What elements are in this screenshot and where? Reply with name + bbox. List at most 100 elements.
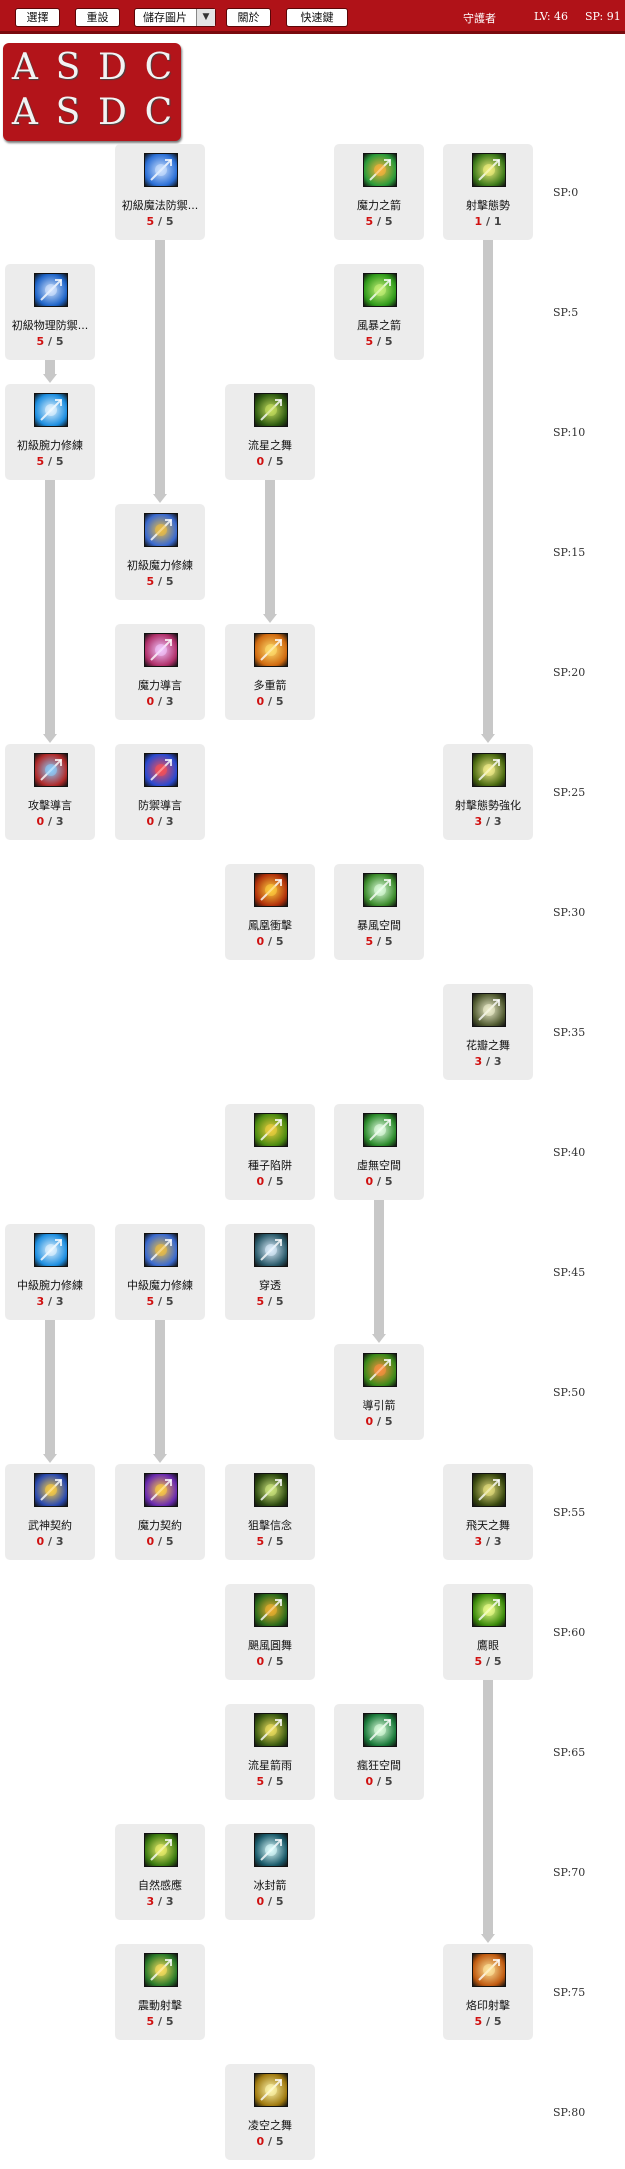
prerequisite-connector (155, 1320, 165, 1455)
skill-current-level: 1 (474, 215, 483, 228)
physical-defense-icon[interactable] (34, 273, 68, 307)
sp-requirement-label: SP:5 (553, 306, 579, 319)
magic-contract-icon[interactable] (144, 1473, 178, 1507)
mid-magic-training-icon[interactable] (144, 1233, 178, 1267)
skill-max-level: 5 (275, 1295, 284, 1308)
skill-name: 鳳凰衝擊 (248, 919, 292, 932)
multi-arrow-icon[interactable] (254, 633, 288, 667)
storm-arrow-icon[interactable] (363, 273, 397, 307)
hawk-eye-icon[interactable] (472, 1593, 506, 1627)
magic-training-icon[interactable] (144, 513, 178, 547)
skill-level-separator: / (482, 215, 494, 228)
skill-name: 風暴之箭 (357, 319, 401, 332)
magic-guide-icon[interactable] (144, 633, 178, 667)
logo-row-bottom: A S D C (3, 92, 181, 137)
void-space-icon[interactable] (363, 1113, 397, 1147)
seed-trap-icon[interactable] (254, 1113, 288, 1147)
war-god-contract-icon[interactable] (34, 1473, 68, 1507)
pierce-icon[interactable] (254, 1233, 288, 1267)
magic-arrow-icon[interactable] (363, 153, 397, 187)
shock-shot-icon[interactable] (144, 1953, 178, 1987)
skill-level: 5 / 5 (225, 1775, 315, 1788)
skill-max-level: 5 (384, 335, 393, 348)
meteor-dance-icon[interactable] (254, 393, 288, 427)
skill-name: 初級魔力修練 (127, 559, 193, 572)
skill-name: 多重箭 (253, 679, 287, 692)
skill-level: 5 / 5 (115, 215, 205, 228)
petal-dance-icon[interactable] (472, 993, 506, 1027)
prerequisite-connector (374, 1200, 384, 1335)
sniper-faith-icon[interactable] (254, 1473, 288, 1507)
magic-defense-icon[interactable] (144, 153, 178, 187)
phoenix-strike-icon[interactable] (254, 873, 288, 907)
storm-space-icon[interactable] (363, 873, 397, 907)
skill-card[interactable]: 初級物理防禦...5 / 5 (5, 264, 95, 360)
attack-guide-icon[interactable] (34, 753, 68, 787)
save-image-dropdown[interactable]: 儲存圖片 ▼ (134, 8, 216, 27)
reset-button[interactable]: 重設 (75, 8, 120, 27)
skill-level-separator: / (482, 2015, 494, 2028)
shooting-stance-upgrade-icon[interactable] (472, 753, 506, 787)
frozen-arrow-icon[interactable] (254, 1833, 288, 1867)
frenzy-space-icon[interactable] (363, 1713, 397, 1747)
nature-sense-icon[interactable] (144, 1833, 178, 1867)
skill-current-level: 0 (146, 695, 155, 708)
brand-shot-icon[interactable] (472, 1953, 506, 1987)
about-button[interactable]: 關於 (226, 8, 271, 27)
skill-level: 0 / 3 (5, 815, 95, 828)
skill-current-level: 5 (256, 1535, 265, 1548)
skill-name: 中級腕力修練 (17, 1279, 83, 1292)
strength-training-icon[interactable] (34, 393, 68, 427)
mid-strength-training-icon[interactable] (34, 1233, 68, 1267)
select-button[interactable]: 選擇 (15, 8, 60, 27)
skill-name: 冰封箭 (253, 1879, 287, 1892)
sky-dance-icon[interactable] (472, 1473, 506, 1507)
aerial-dance-icon[interactable] (254, 2073, 288, 2107)
guided-arrow-icon[interactable] (363, 1353, 397, 1387)
skill-current-level: 5 (36, 455, 45, 468)
skill-card[interactable]: 初級魔法防禦...5 / 5 (115, 144, 205, 240)
skill-name: 射擊態勢強化 (455, 799, 521, 812)
hotkey-button[interactable]: 快速鍵 (286, 8, 348, 27)
skill-level-separator: / (264, 1535, 276, 1548)
meteor-rain-icon[interactable] (254, 1713, 288, 1747)
skill-level: 5 / 5 (225, 1295, 315, 1308)
shooting-stance-icon[interactable] (472, 153, 506, 187)
chevron-down-icon[interactable]: ▼ (196, 9, 215, 26)
hurricane-waltz-icon[interactable] (254, 1593, 288, 1627)
defense-guide-icon[interactable] (144, 753, 178, 787)
